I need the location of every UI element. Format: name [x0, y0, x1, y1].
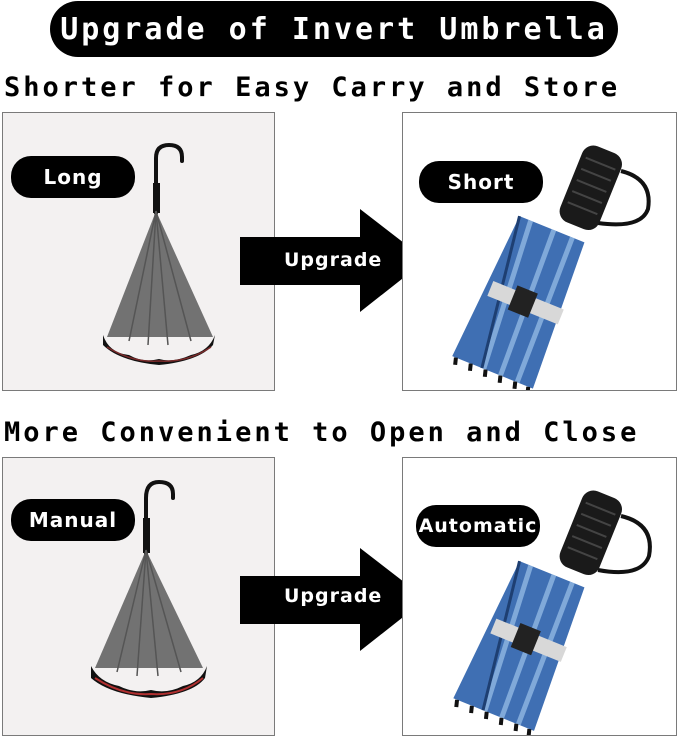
arrow-label-2: Upgrade — [284, 585, 383, 607]
panel-long-umbrella: Long — [2, 112, 275, 391]
long-umbrella-icon — [91, 479, 207, 698]
upgrade-arrow-2: Upgrade — [240, 548, 426, 651]
right-arrow-icon — [240, 209, 426, 312]
upgrade-arrow-1: Upgrade — [240, 209, 426, 312]
label-long: Long — [11, 156, 135, 198]
section-heading-convenience: More Convenient to Open and Close — [4, 417, 640, 448]
label-automatic: Automatic — [416, 505, 540, 547]
label-short: Short — [419, 161, 543, 203]
folded-umbrella-icon — [452, 145, 651, 390]
section-heading-size: Shorter for Easy Carry and Store — [4, 72, 621, 103]
long-umbrella-icon — [103, 142, 215, 365]
right-arrow-icon — [240, 548, 426, 651]
label-manual: Manual — [11, 499, 135, 541]
panel-manual-umbrella: Manual — [2, 457, 275, 736]
folded-umbrella-icon — [453, 490, 652, 735]
title-banner: Upgrade of Invert Umbrella — [50, 1, 618, 57]
panel-automatic-umbrella: Automatic — [402, 457, 677, 736]
panel-short-umbrella: Short — [402, 112, 677, 391]
banner-title: Upgrade of Invert Umbrella — [60, 11, 608, 47]
arrow-label-1: Upgrade — [284, 249, 383, 271]
